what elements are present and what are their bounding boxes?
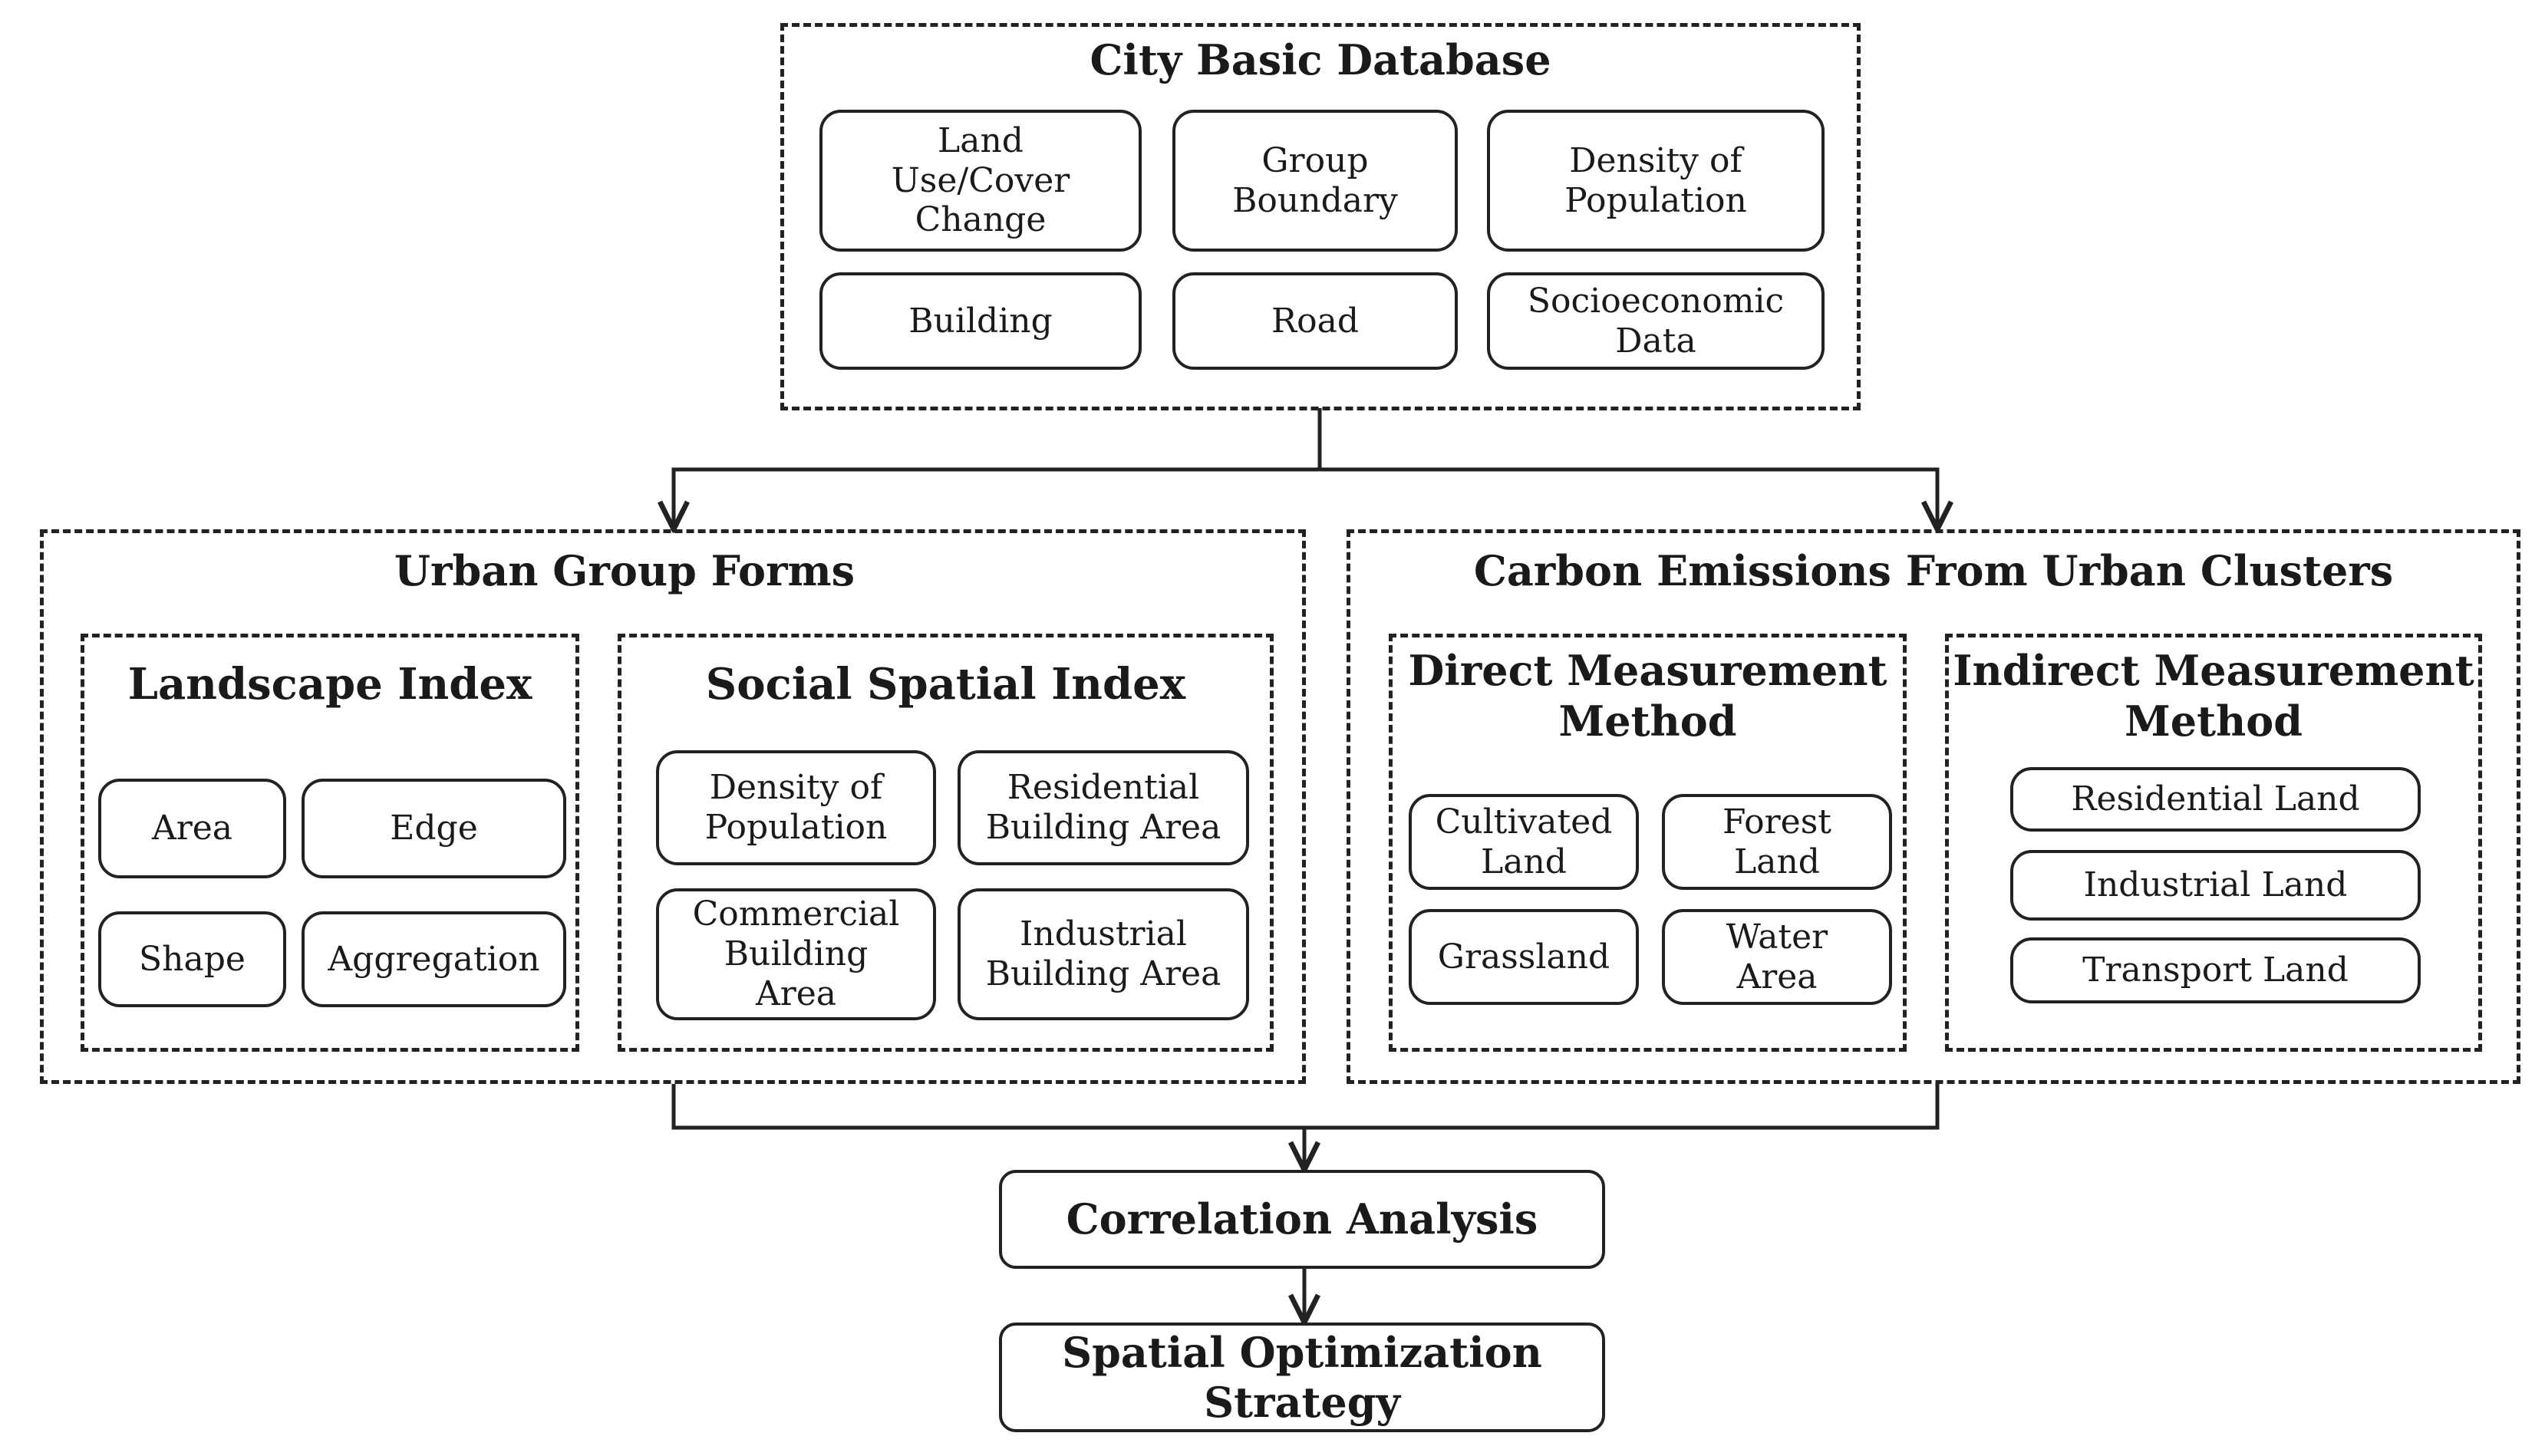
direct-method-title: Direct Measurement Method xyxy=(1408,646,1887,746)
spatial-optimization-strategy-box: Spatial Optimization Strategy xyxy=(999,1323,1605,1432)
direct-item-cultivated-land: Cultivated Land xyxy=(1409,794,1639,890)
landscape-item-area: Area xyxy=(98,779,286,878)
city-database-title: City Basic Database xyxy=(1090,35,1551,84)
direct-item-forest-land: Forest Land xyxy=(1662,794,1892,890)
landscape-item-shape: Shape xyxy=(98,911,286,1007)
social-item-density: Density of Population xyxy=(656,750,936,865)
indirect-item-residential-land: Residential Land xyxy=(2010,767,2421,832)
database-item-building: Building xyxy=(819,272,1142,370)
carbon-emissions-title: Carbon Emissions From Urban Clusters xyxy=(1473,546,2394,595)
city-database-group xyxy=(780,23,1861,410)
landscape-index-title: Landscape Index xyxy=(127,659,532,710)
indirect-method-group xyxy=(1945,634,2482,1052)
social-spatial-index-title: Social Spatial Index xyxy=(705,659,1186,710)
database-item-socioeconomic: Socioeconomic Data xyxy=(1487,272,1825,370)
direct-item-water-area: Water Area xyxy=(1662,909,1892,1005)
urban-group-forms-title: Urban Group Forms xyxy=(394,546,855,595)
connector-database-split xyxy=(674,408,1322,529)
database-item-group-boundary: Group Boundary xyxy=(1172,110,1458,252)
connector-forms-merge xyxy=(671,1084,1940,1130)
landscape-item-edge: Edge xyxy=(302,779,566,878)
landscape-item-aggregation: Aggregation xyxy=(302,911,566,1007)
direct-method-group xyxy=(1389,634,1907,1052)
social-item-industrial-building: Industrial Building Area xyxy=(958,888,1249,1020)
database-item-density: Density of Population xyxy=(1487,110,1825,252)
social-item-commercial-building: Commercial Building Area xyxy=(656,888,936,1020)
urban-group-forms-group xyxy=(40,529,1306,1084)
database-item-land-use: Land Use/Cover Change xyxy=(819,110,1142,252)
indirect-method-title: Indirect Measurement Method xyxy=(1953,646,2474,746)
connector-to-carbon xyxy=(1320,467,1937,529)
correlation-analysis-box: Correlation Analysis xyxy=(999,1170,1605,1269)
landscape-index-group xyxy=(81,634,579,1052)
social-item-residential-building: Residential Building Area xyxy=(958,750,1249,865)
social-spatial-index-group xyxy=(618,634,1274,1052)
database-item-road: Road xyxy=(1172,272,1458,370)
direct-item-grassland: Grassland xyxy=(1409,909,1639,1005)
indirect-item-transport-land: Transport Land xyxy=(2010,937,2421,1003)
carbon-emissions-group xyxy=(1347,529,2520,1084)
indirect-item-industrial-land: Industrial Land xyxy=(2010,850,2421,921)
